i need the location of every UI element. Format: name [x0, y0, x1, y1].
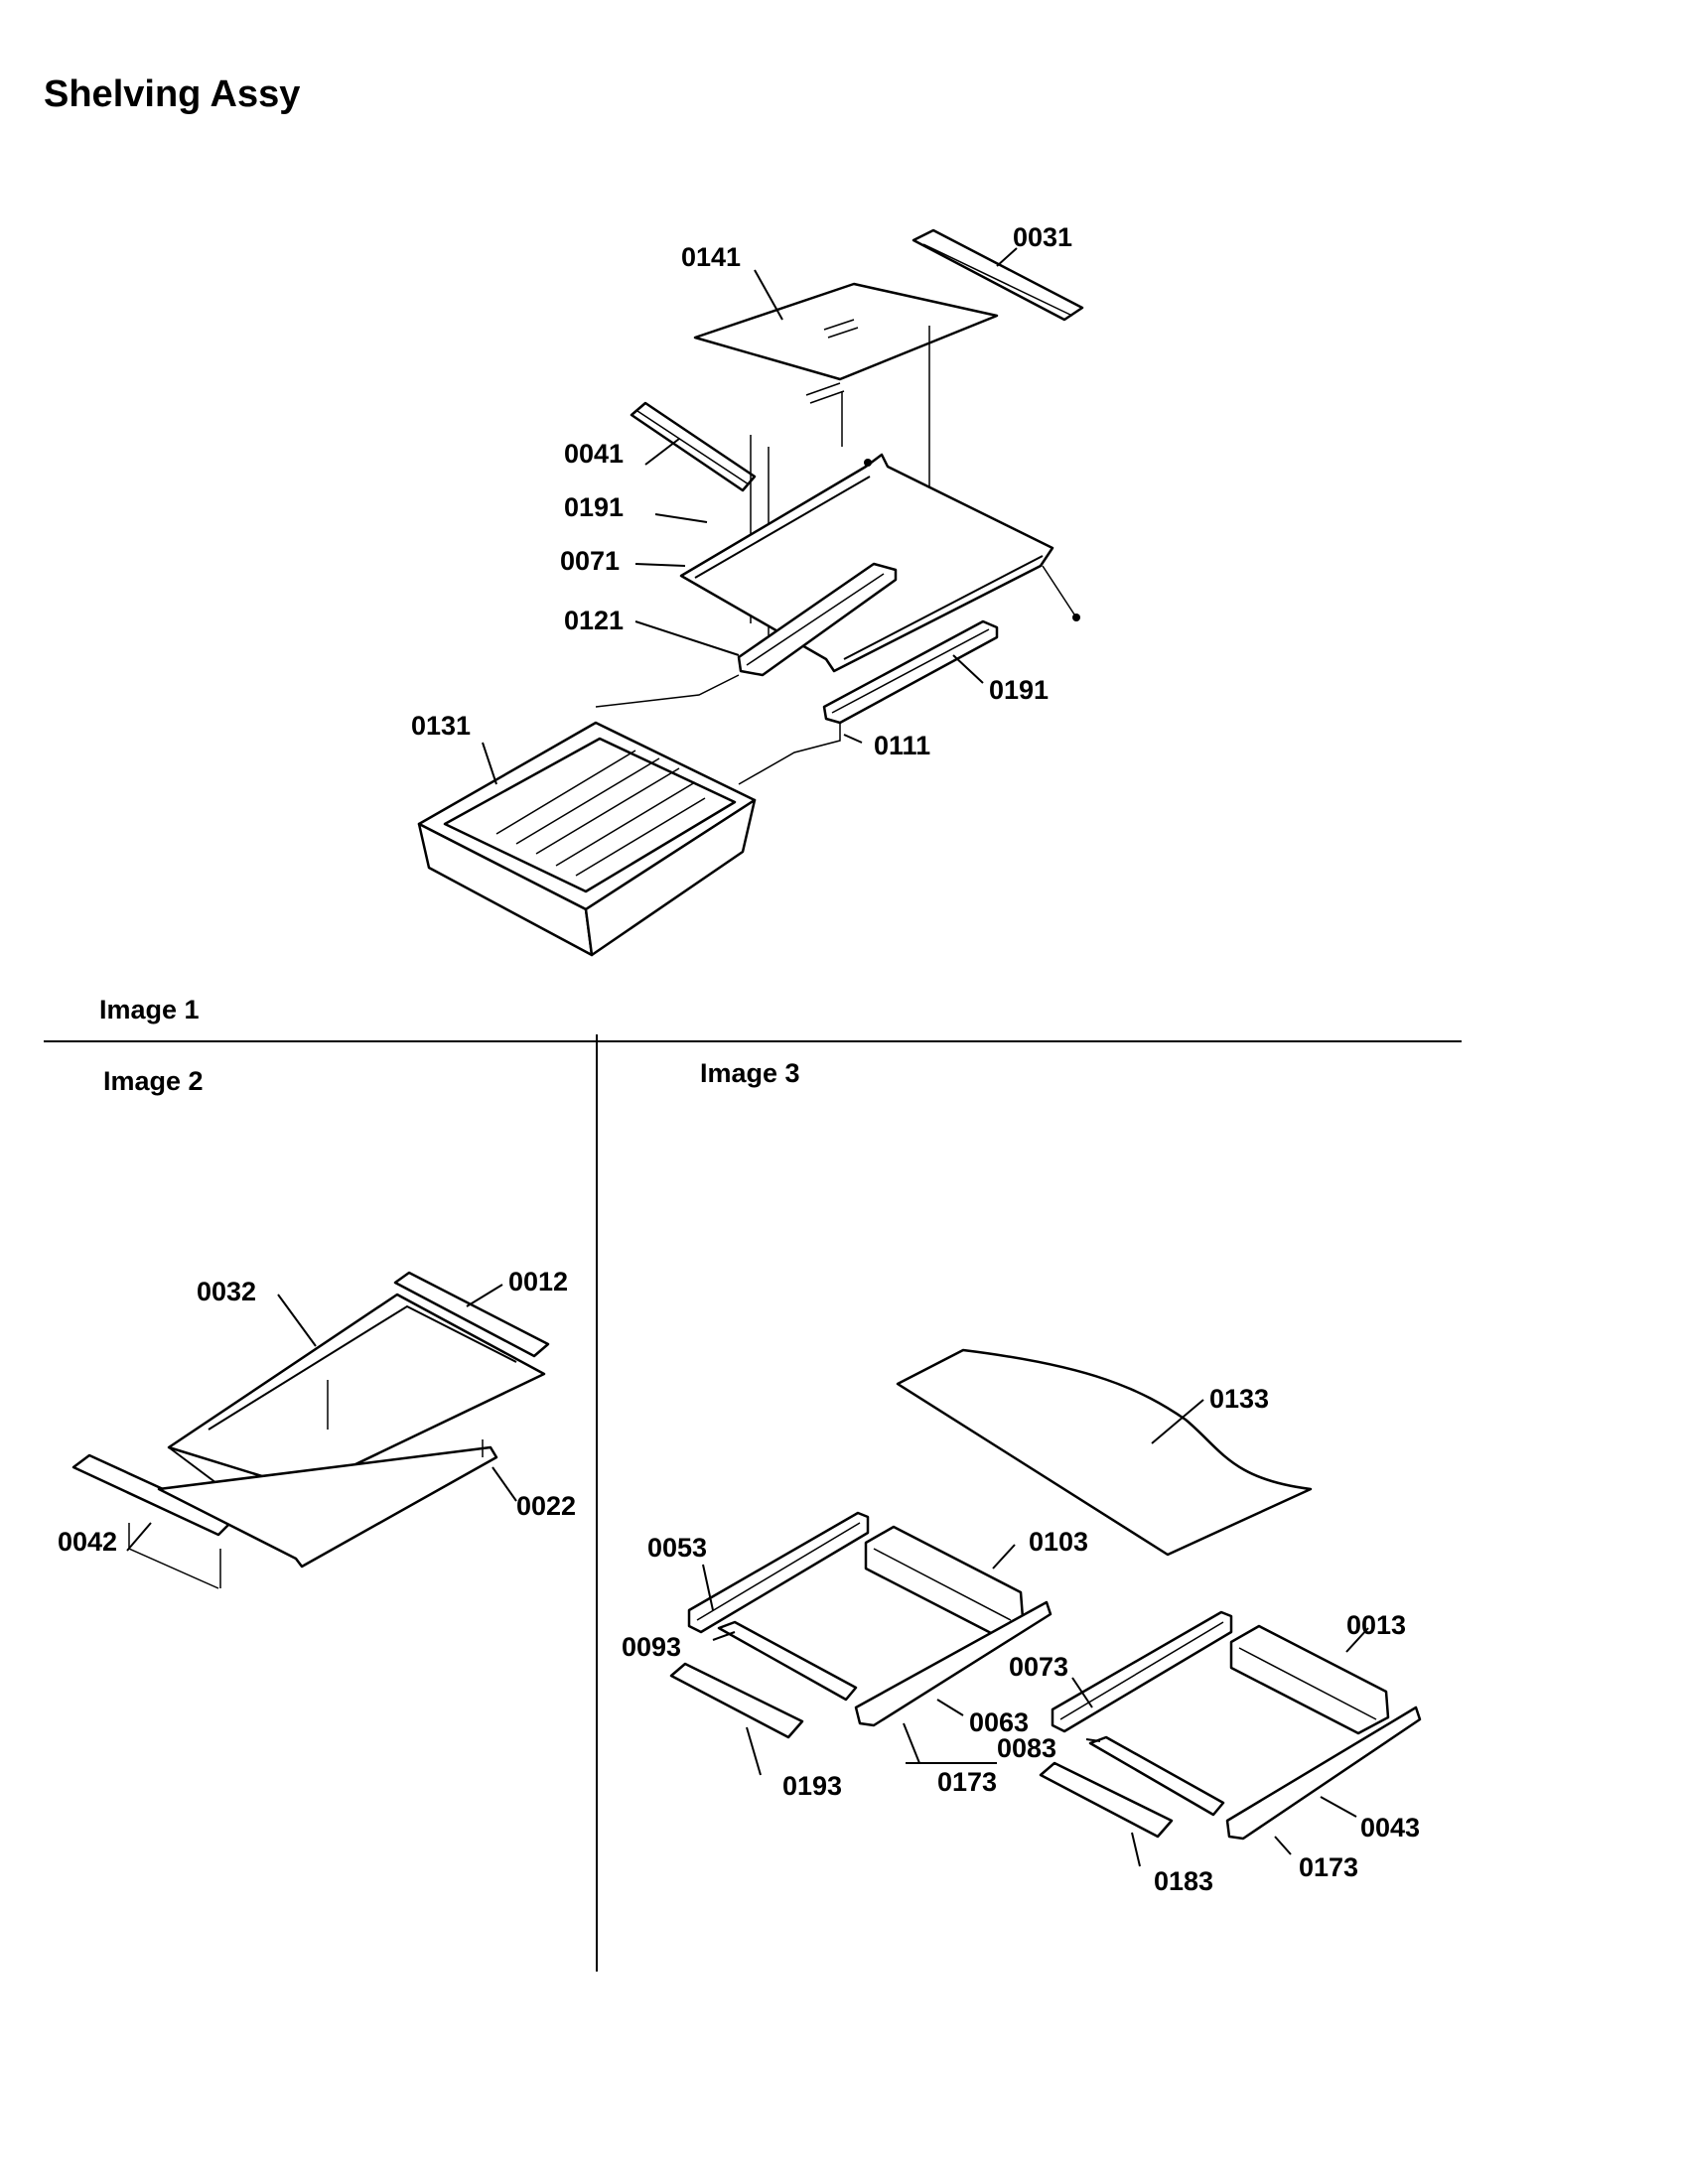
callout-0121: 0121 — [564, 606, 624, 635]
side-rail-0022 — [157, 1445, 498, 1569]
wire-shelf-0032 — [167, 1293, 546, 1491]
image2-label: Image 2 — [103, 1066, 204, 1096]
callout-0041: 0041 — [564, 439, 624, 469]
image3-assembly — [669, 1348, 1422, 1841]
horizontal-divider — [44, 1040, 1462, 1042]
callout-0031: 0031 — [1013, 222, 1072, 252]
bracket-0013 — [1229, 1624, 1390, 1735]
page-title: Shelving Assy — [44, 73, 301, 115]
callout-0012: 0012 — [508, 1267, 568, 1297]
callout-0043: 0043 — [1360, 1813, 1420, 1843]
callout-0093: 0093 — [622, 1632, 681, 1662]
callout-0083: 0083 — [997, 1733, 1056, 1763]
rail-0053 — [687, 1511, 870, 1634]
trim-0193 — [669, 1662, 804, 1739]
callout-0053: 0053 — [647, 1533, 707, 1563]
crisper-drawer-0131 — [417, 721, 757, 957]
trim-0183 — [1039, 1761, 1174, 1839]
side-rail-0043 — [1225, 1706, 1422, 1841]
image3-label: Image 3 — [700, 1058, 800, 1088]
rail-0073 — [1051, 1610, 1233, 1733]
callout-0141: 0141 — [681, 242, 741, 272]
callout-0032: 0032 — [197, 1277, 256, 1306]
callout-0073: 0073 — [1009, 1652, 1068, 1682]
rear-trim-0031 — [912, 228, 1084, 322]
rail-0093 — [717, 1620, 858, 1702]
callout-0133: 0133 — [1209, 1384, 1269, 1414]
callout-0131: 0131 — [411, 711, 471, 741]
bracket-0103 — [864, 1525, 1025, 1636]
front-trim-0041 — [630, 401, 757, 492]
rear-trim-0012 — [393, 1271, 550, 1358]
vertical-divider — [596, 1034, 598, 1972]
callout-0063: 0063 — [969, 1707, 1029, 1737]
callout-0013: 0013 — [1346, 1610, 1406, 1640]
side-rail-0063 — [854, 1600, 1052, 1727]
callout-labels: 0031 0141 0041 0191 0071 0121 0191 0131 … — [58, 222, 1420, 1896]
callout-0183: 0183 — [1154, 1866, 1213, 1896]
image2-assembly — [71, 1271, 550, 1589]
glass-reflection-marks — [805, 319, 859, 404]
callout-0022: 0022 — [516, 1491, 576, 1521]
bracket-lines — [595, 674, 841, 785]
callout-0042: 0042 — [58, 1527, 117, 1557]
image1-assembly — [417, 228, 1084, 957]
callout-0111: 0111 — [874, 731, 930, 760]
image3-leaders — [702, 1399, 1369, 1867]
rail-0111 — [822, 619, 999, 725]
image1-leaders — [482, 247, 1018, 785]
callout-0103: 0103 — [1029, 1527, 1088, 1557]
rail-0083 — [1088, 1735, 1225, 1817]
callout-0173-left: 0173 — [937, 1767, 997, 1797]
image2-leaders — [126, 1284, 517, 1552]
cover-sheet-0133 — [896, 1348, 1313, 1557]
callout-0191-upper: 0191 — [564, 492, 624, 522]
callout-0191-lower: 0191 — [989, 675, 1049, 705]
image1-label: Image 1 — [99, 995, 200, 1024]
callout-0071: 0071 — [560, 546, 620, 576]
callout-0193: 0193 — [782, 1771, 842, 1801]
callout-0173-right: 0173 — [1299, 1852, 1358, 1882]
